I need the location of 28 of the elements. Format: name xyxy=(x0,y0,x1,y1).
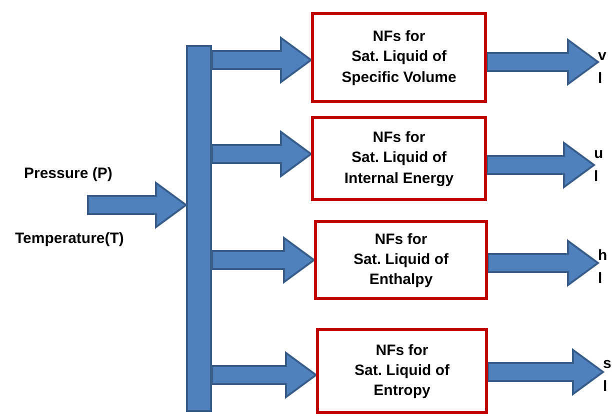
box-text: NFs for xyxy=(374,230,428,250)
output-label: v l xyxy=(598,44,610,90)
block-arrow xyxy=(211,236,316,284)
block-arrow xyxy=(211,130,313,178)
process-box xyxy=(316,328,488,414)
process-box xyxy=(311,12,487,103)
block-arrow xyxy=(487,239,600,287)
block-arrow xyxy=(211,36,313,84)
block-arrow xyxy=(486,38,600,86)
box-text: NFs for xyxy=(372,27,426,48)
process-box xyxy=(311,116,487,201)
block-arrow xyxy=(87,181,188,229)
process-box xyxy=(314,220,488,300)
box-text: Sat. Liquid of Specific Volume xyxy=(340,47,458,88)
box-text: NFs for xyxy=(372,128,426,148)
input-label: Temperature(T) xyxy=(15,229,124,249)
box-text: NFs for xyxy=(374,340,430,361)
box-text: Sat. Liquid of Entropy xyxy=(354,360,450,402)
distribution-bar xyxy=(186,45,212,412)
output-label: u l xyxy=(594,142,606,188)
output-label: h l xyxy=(598,244,610,290)
output-label: s l xyxy=(603,352,615,398)
block-arrow xyxy=(486,141,596,189)
box-text: Sat. Liquid of Internal Energy xyxy=(343,148,455,189)
block-arrow xyxy=(211,351,318,399)
block-arrow xyxy=(487,348,605,396)
box-text: Sat. Liquid of Enthalpy xyxy=(352,250,450,290)
input-label: Pressure (P) xyxy=(24,164,112,184)
